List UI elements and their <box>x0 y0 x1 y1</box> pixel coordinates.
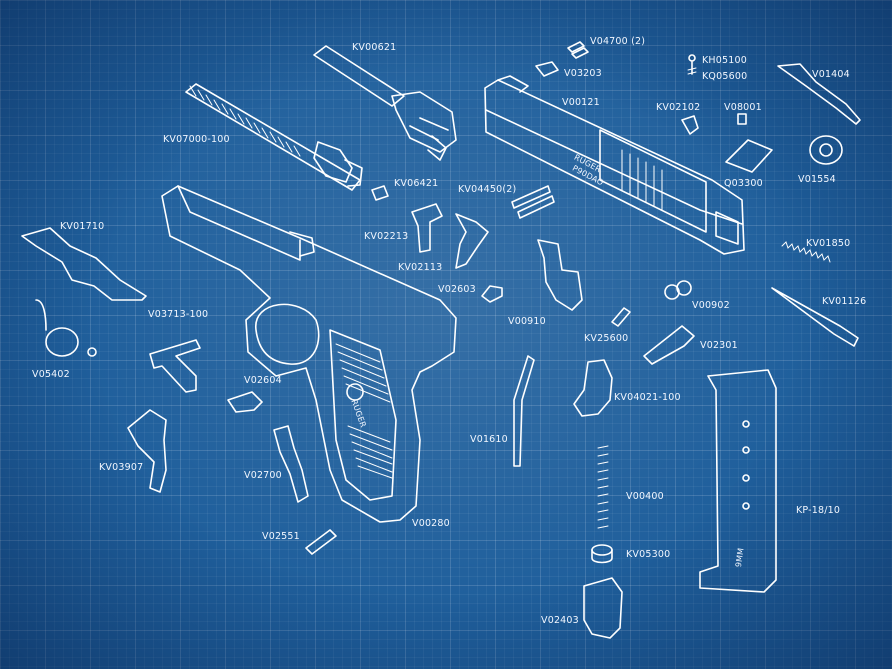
part-label-kv04021-100: KV04021-100 <box>614 392 681 403</box>
part-label-kp-18-10: KP-18/10 <box>796 505 841 516</box>
part-label-kv01850: KV01850 <box>806 238 851 249</box>
part-label-kv04450: KV04450(2) <box>458 184 517 195</box>
frame <box>161 185 457 523</box>
lever-kv02113 <box>455 213 489 269</box>
part-label-kh05100: KH05100 <box>702 55 747 66</box>
pins-kv04450 <box>511 185 555 219</box>
part-label-v01610: V01610 <box>470 434 508 445</box>
part-label-v03203: V03203 <box>564 68 602 79</box>
part-label-v00910: V00910 <box>508 316 546 327</box>
part-label-kv02213: KV02213 <box>364 231 409 242</box>
lever-v02301 <box>643 325 695 365</box>
slide <box>484 75 745 255</box>
rail-v01404 <box>777 63 861 125</box>
seat-kv05300 <box>591 544 613 564</box>
part-label-v01404: V01404 <box>812 69 850 80</box>
coil-spring-small <box>35 299 97 357</box>
slide-stop-lever <box>21 227 147 301</box>
part-label-kv02113: KV02113 <box>398 262 443 273</box>
part-label-v00902: V00902 <box>692 300 730 311</box>
pin-v02551 <box>305 529 337 555</box>
spring-kv01850 <box>781 241 831 263</box>
part-label-v02603: V02603 <box>438 284 476 295</box>
part-label-v00280: V00280 <box>412 518 450 529</box>
part-label-v08001: V08001 <box>724 102 762 113</box>
part-label-v02301: V02301 <box>700 340 738 351</box>
part-label-v01554: V01554 <box>798 174 836 185</box>
part-label-v02403: V02403 <box>541 615 579 626</box>
small-part-v08001 <box>737 113 747 125</box>
part-label-kv01126: KV01126 <box>822 296 867 307</box>
lever-kv02213 <box>411 203 443 253</box>
pins-v04700 <box>567 41 589 59</box>
trigger-bar <box>149 339 201 393</box>
part-label-v02700: V02700 <box>244 470 282 481</box>
barrel <box>313 45 457 161</box>
pin-block <box>227 391 263 413</box>
mainspring-v00400 <box>597 445 609 529</box>
block-v03203 <box>535 61 559 77</box>
part-label-kv25600: KV25600 <box>584 333 629 344</box>
hammer-kv04021 <box>573 359 613 417</box>
part-label-kv02102: KV02102 <box>656 102 701 113</box>
spring-v00902 <box>664 280 692 300</box>
part-label-v05402: V05402 <box>32 369 70 380</box>
trigger-spring-arm <box>273 425 309 503</box>
bushing-v01554 <box>809 135 843 165</box>
part-label-v03713-100: V03713-100 <box>148 309 209 320</box>
part-label-q03300: Q03300 <box>724 178 763 189</box>
part-label-kv05300: KV05300 <box>626 549 671 560</box>
part-label-kv03907: KV03907 <box>99 462 144 473</box>
small-part-kv02102 <box>681 115 699 135</box>
part-label-kv00621: KV00621 <box>352 42 397 53</box>
pin-spring-kh05100 <box>687 54 697 75</box>
part-label-v00400: V00400 <box>626 491 664 502</box>
part-label-kv07000-100: KV07000-100 <box>163 134 230 145</box>
magazine <box>699 369 777 593</box>
part-label-v04700: V04700 (2) <box>590 36 646 47</box>
part-label-v02604: V02604 <box>244 375 282 386</box>
plunger-v02603 <box>481 285 503 303</box>
recoil-spring-assembly <box>185 83 363 191</box>
trigger <box>127 409 167 493</box>
small-screw <box>371 185 389 201</box>
pin-kv25600 <box>611 307 631 327</box>
sight-q03300 <box>725 139 773 173</box>
part-label-kv06421: KV06421 <box>394 178 439 189</box>
part-label-kv01710: KV01710 <box>60 221 105 232</box>
rod-v01610 <box>513 355 535 467</box>
striker-kv01126 <box>771 287 859 347</box>
part-label-kq05600: KQ05600 <box>702 71 748 82</box>
housing-v02403 <box>583 577 623 639</box>
housing-v00910 <box>537 239 583 311</box>
part-label-v00121: V00121 <box>562 97 600 108</box>
part-label-v02551: V02551 <box>262 531 300 542</box>
